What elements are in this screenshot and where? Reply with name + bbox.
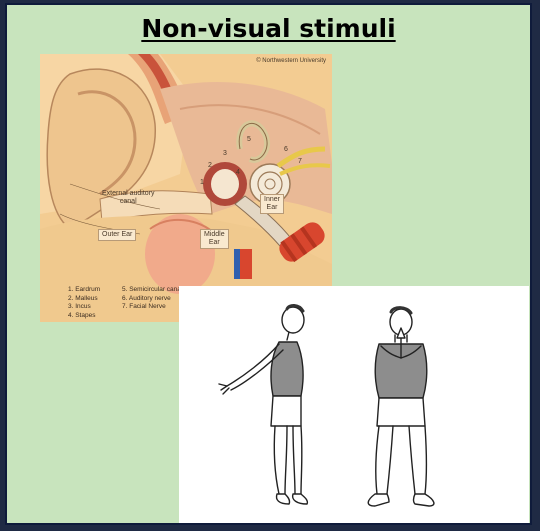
legend-item: 7. Facial Nerve — [122, 303, 182, 312]
slide: Non-visual stimuli — [5, 3, 532, 525]
num-6: 6 — [284, 146, 288, 154]
legend-item: 6. Auditory nerve — [122, 295, 182, 304]
stretching-drawing — [179, 286, 529, 523]
num-2: 2 — [208, 162, 212, 170]
slide-title-text: Non-visual stimuli — [141, 14, 395, 43]
label-middle-ear: Middle Ear — [200, 229, 229, 249]
slide-title: Non-visual stimuli — [7, 14, 530, 43]
num-3: 3 — [223, 150, 227, 158]
legend-item: 5. Semicircular canal — [122, 286, 182, 295]
label-external-canal: External auditory canal — [102, 190, 155, 206]
num-1: 1 — [200, 179, 204, 187]
figure-side-view — [219, 305, 307, 504]
label-inner-ear: Inner Ear — [260, 194, 284, 214]
legend-item: 2. Malleus — [68, 295, 100, 304]
stretching-figures-image — [179, 286, 529, 523]
legend-column-2: 5. Semicircular canal 6. Auditory nerve … — [122, 286, 182, 312]
figure-front-view — [368, 308, 434, 506]
legend-item: 1. Eardrum — [68, 286, 100, 295]
legend-item: 4. Stapes — [68, 312, 100, 321]
num-5: 5 — [247, 136, 251, 144]
num-7: 7 — [298, 158, 302, 166]
ear-drawing — [40, 54, 332, 322]
legend-item: 3. Incus — [68, 303, 100, 312]
ear-copyright: © Northwestern University — [256, 58, 326, 64]
ear-anatomy-image: © Northwestern University External audit… — [40, 54, 332, 322]
legend-column-1: 1. Eardrum 2. Malleus 3. Incus 4. Stapes — [68, 286, 100, 320]
num-4: 4 — [236, 169, 240, 177]
label-outer-ear: Outer Ear — [98, 229, 136, 241]
